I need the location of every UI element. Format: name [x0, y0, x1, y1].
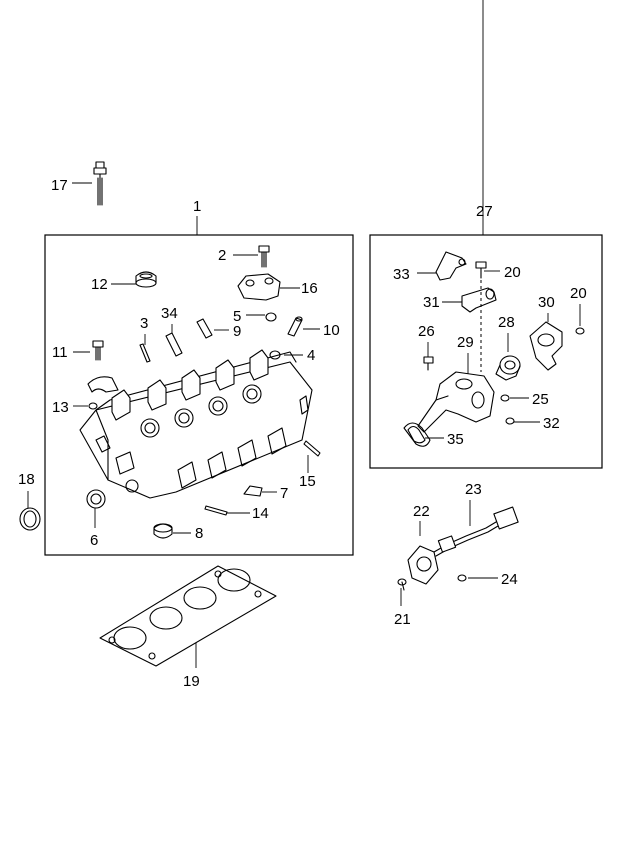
callout-18: 18	[18, 471, 35, 488]
callout-5: 5	[233, 308, 241, 325]
plug-12	[135, 271, 157, 288]
callout-10: 10	[323, 322, 340, 339]
stud-3	[139, 343, 151, 363]
callout-26: 26	[418, 323, 435, 340]
bolt-11	[92, 340, 104, 361]
stud-15	[303, 440, 321, 457]
seal-7	[243, 485, 263, 497]
housing-16	[237, 273, 281, 301]
water-outlet-group-frame	[369, 234, 603, 469]
sensor-22	[407, 545, 439, 585]
seal-6	[86, 489, 106, 509]
callout-20b: 20	[570, 285, 587, 302]
stud-14	[204, 505, 228, 516]
callout-35: 35	[447, 431, 464, 448]
callout-21: 21	[394, 611, 411, 628]
thermostat-28	[495, 355, 521, 381]
bolt-24	[457, 574, 467, 582]
cup-plug-8	[153, 523, 173, 539]
callout-17: 17	[51, 177, 68, 194]
callout-8: 8	[195, 525, 203, 542]
head-gasket-19	[99, 565, 277, 667]
ring-18	[19, 507, 41, 531]
bolt-32	[505, 417, 515, 425]
bearing-cap	[87, 376, 119, 393]
cap-5	[265, 312, 277, 322]
bolt-21	[397, 578, 407, 591]
callout-20a: 20	[504, 264, 521, 281]
bracket-33	[435, 251, 467, 281]
callout-30: 30	[538, 294, 555, 311]
callout-9: 9	[233, 323, 241, 340]
wiring-harness-23	[433, 506, 519, 557]
dowel-13	[88, 402, 98, 410]
bolt-26	[423, 356, 434, 371]
callout-15: 15	[299, 473, 316, 490]
callout-labels: 1 2 3 4 5 6 7 8 9 10 11 12 13 14 15 16 1…	[18, 177, 587, 690]
callout-23: 23	[465, 481, 482, 498]
water-housing-29	[417, 371, 495, 433]
callout-32: 32	[543, 415, 560, 432]
head-bolt-17	[93, 161, 107, 206]
bolt-20-right	[575, 327, 585, 335]
callout-34: 34	[161, 305, 178, 322]
callout-6: 6	[90, 532, 98, 549]
bolt-2	[258, 245, 270, 268]
callout-27: 27	[476, 203, 493, 220]
callout-24: 24	[501, 571, 518, 588]
callout-14: 14	[252, 505, 269, 522]
callout-13: 13	[52, 399, 69, 416]
bolt-25	[500, 394, 510, 402]
tube-9	[196, 318, 213, 339]
callout-2: 2	[218, 247, 226, 264]
cylinder-head-1	[79, 349, 313, 499]
callout-7: 7	[280, 485, 288, 502]
pin-34	[165, 332, 183, 357]
callout-28: 28	[498, 314, 515, 331]
callout-11: 11	[52, 344, 68, 361]
outlet-30	[529, 321, 563, 371]
callout-19: 19	[183, 673, 200, 690]
callout-16: 16	[301, 280, 318, 297]
bolt-20-upper	[475, 261, 487, 279]
callout-22: 22	[413, 503, 430, 520]
callout-3: 3	[140, 315, 148, 332]
callout-1: 1	[193, 198, 201, 215]
callout-29: 29	[457, 334, 474, 351]
cylinder-head-group-frame	[44, 234, 354, 556]
callout-33: 33	[393, 266, 410, 283]
callout-31: 31	[423, 294, 440, 311]
sleeve-10	[287, 316, 303, 337]
pipe-fitting-31	[461, 287, 497, 313]
gasket-35	[403, 422, 431, 447]
callout-4: 4	[307, 347, 315, 364]
callout-25: 25	[532, 391, 549, 408]
callout-12: 12	[91, 276, 108, 293]
leader-lines	[27, 0, 581, 668]
